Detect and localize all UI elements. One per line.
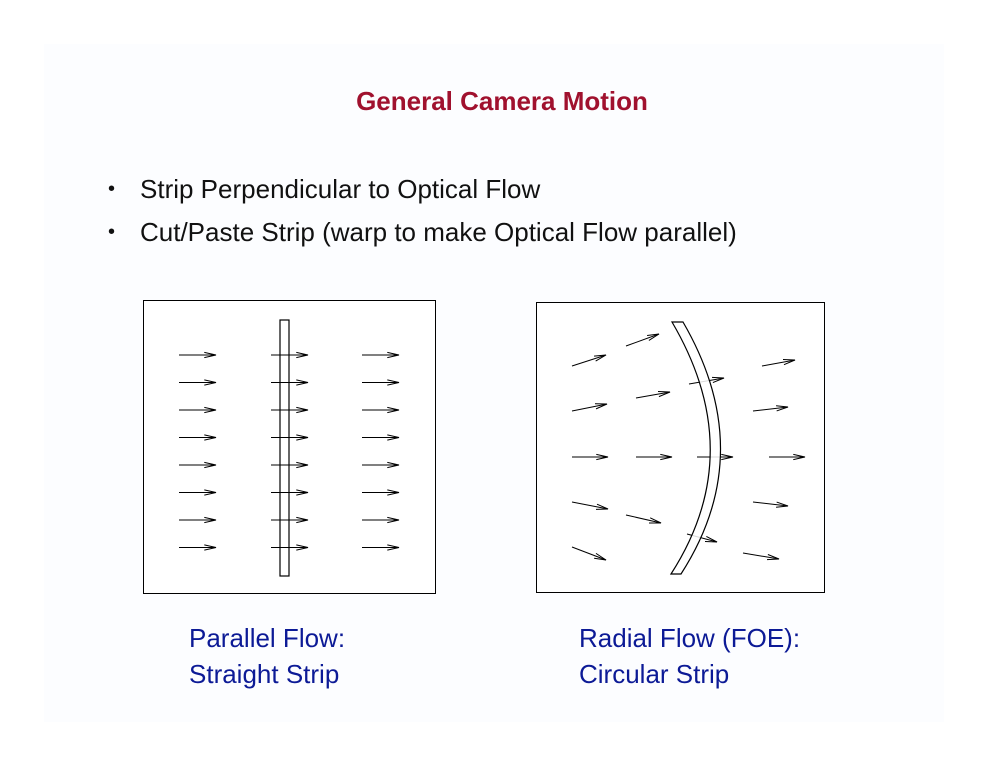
bullet-text: Strip Perpendicular to Optical Flow [140,174,541,204]
flow-arrow-icon [571,403,608,412]
caption-line: Circular Strip [579,659,730,689]
flow-arrow-icon [179,516,217,524]
flow-arrow-icon [362,434,400,441]
parallel-flow-diagram [143,300,436,594]
flow-arrow-icon [179,544,217,551]
flow-arrow-icon [179,406,217,414]
caption-line: Radial Flow (FOE): [579,623,801,653]
flow-arrow-icon [571,546,607,561]
circular-strip [669,321,722,575]
flow-arrow-icon [362,461,400,469]
flow-arrow-icon [179,351,217,359]
flow-arrow-icon [769,453,806,461]
flow-arrow-icon [362,544,400,551]
parallel-flow-svg [179,319,400,577]
flow-arrow-icon [362,516,400,524]
bullet-dot-icon: • [108,221,116,243]
flow-arrow-icon [742,552,780,561]
flow-arrow-icon [572,453,609,461]
caption-line: Straight Strip [189,659,340,689]
flow-arrow-icon [761,359,796,367]
flow-arrow-icon [752,405,789,412]
flow-arrow-icon [362,489,400,496]
flow-arrow-icon [636,453,673,461]
flow-arrow-icon [625,333,660,347]
flow-arrow-icon [362,406,400,414]
flow-arrow-icon [571,354,607,367]
flow-arrow-icon [179,434,217,441]
flow-arrow-icon [571,501,609,510]
flow-arrow-icon [179,379,217,386]
bullet-list: • Strip Perpendicular to Optical Flow • … [104,170,737,256]
parallel-flow-caption: Parallel Flow: Straight Strip [189,620,345,692]
bullet-item: • Strip Perpendicular to Optical Flow [104,170,737,213]
flow-arrow-icon [362,379,400,386]
straight-strip [279,319,290,577]
flow-arrow-icon [752,501,789,508]
bullet-dot-icon: • [108,178,116,200]
radial-flow-caption: Radial Flow (FOE): Circular Strip [579,620,800,692]
bullet-item: • Cut/Paste Strip (warp to make Optical … [104,213,737,256]
flow-arrow-icon [179,489,217,496]
flow-arrow-icon [179,461,217,469]
bullet-text: Cut/Paste Strip (warp to make Optical Fl… [140,217,737,247]
flow-arrow-icon [625,514,662,524]
radial-flow-diagram [536,302,825,593]
radial-flow-svg [571,321,806,575]
flow-arrow-icon [635,390,671,399]
slide-title: General Camera Motion [356,86,648,116]
flow-arrow-icon [362,351,400,359]
caption-line: Parallel Flow: [189,623,346,653]
